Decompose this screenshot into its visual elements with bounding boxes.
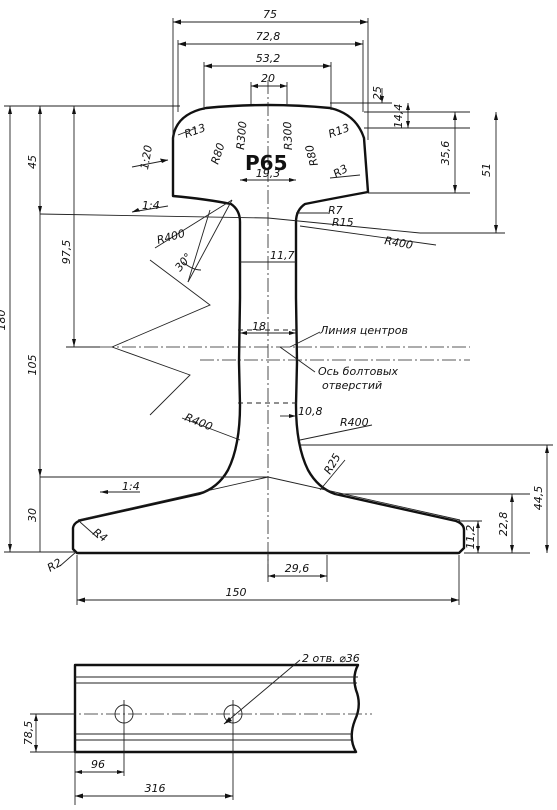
underhead-line-right (267, 217, 421, 234)
radius-r13-left: R13 (183, 121, 208, 141)
dim-18: 18 (252, 320, 266, 333)
dim-25: 25 (371, 86, 384, 100)
dim-44-5: 44,5 (532, 486, 545, 511)
dim-150: 150 (226, 586, 247, 599)
dim-19-3: 19,3 (256, 167, 281, 180)
radius-r2: R2 (45, 556, 64, 575)
dim-11-7: 11,7 (270, 249, 295, 262)
dim-11-2: 11,2 (464, 525, 477, 550)
radius-r400-upper-left: R400 (155, 227, 186, 247)
radius-r15: R15 (332, 216, 354, 229)
radius-r300-left: R300 (234, 121, 249, 151)
center-line-label: Линия центров (319, 324, 408, 337)
radius-r25: R25 (321, 451, 343, 476)
dim-78-5: 78,5 (22, 721, 35, 746)
dim-105: 105 (26, 355, 39, 376)
profile-name: Р65 (245, 151, 288, 175)
radius-r13-right: R13 (327, 121, 352, 141)
foot-slope-right (267, 476, 461, 521)
zigzag-lower (111, 346, 191, 416)
dim-75: 75 (263, 8, 277, 21)
bolt-axis-label-2: отверстий (322, 379, 382, 392)
radius-r80-left: R80 (208, 141, 227, 166)
rail-head-outline (71, 103, 466, 555)
radius-r3: R3 (331, 162, 350, 181)
holes-label: 2 отв. ⌀36 (302, 652, 360, 665)
radius-r400-lower-right: R400 (340, 416, 369, 429)
radius-r80-right: R80 (303, 143, 321, 167)
dim-35-6: 35,6 (439, 141, 452, 166)
dim-22-8: 22,8 (497, 512, 510, 537)
foot-slope-left (77, 476, 269, 521)
dim-20: 20 (261, 72, 275, 85)
dim-30: 30 (26, 508, 39, 522)
radius-r400-lower-left: R400 (183, 411, 214, 434)
dim-10-8: 10,8 (298, 405, 323, 418)
dim-51: 51 (480, 163, 493, 177)
dim-316: 316 (145, 782, 166, 795)
head-slope-label: 1:20 (138, 144, 155, 171)
radius-r400-upper-right: R400 (383, 234, 413, 252)
dim-72-8: 72,8 (256, 30, 281, 43)
dim-180: 180 (0, 310, 8, 331)
dim-53-2: 53,2 (256, 52, 281, 65)
dim-97-5: 97,5 (60, 240, 73, 265)
radius-r4: R4 (90, 526, 109, 545)
radius-r7: R7 (328, 204, 343, 217)
dim-96: 96 (91, 758, 105, 771)
dim-14-4: 14,4 (392, 104, 405, 129)
zigzag-upper (111, 259, 211, 348)
underhead-slope-label: 1:4 (142, 199, 160, 212)
dim-29-6: 29,6 (285, 562, 310, 575)
bolt-axis-label-1: Ось болтовых (318, 365, 399, 378)
dim-45: 45 (26, 155, 39, 169)
underhead-line-left (39, 213, 269, 219)
rail-side-view: 2 отв. ⌀36 78,5 96 316 (22, 652, 372, 805)
foot-slope-label: 1:4 (122, 480, 140, 493)
radius-r300-right: R300 (281, 121, 295, 150)
